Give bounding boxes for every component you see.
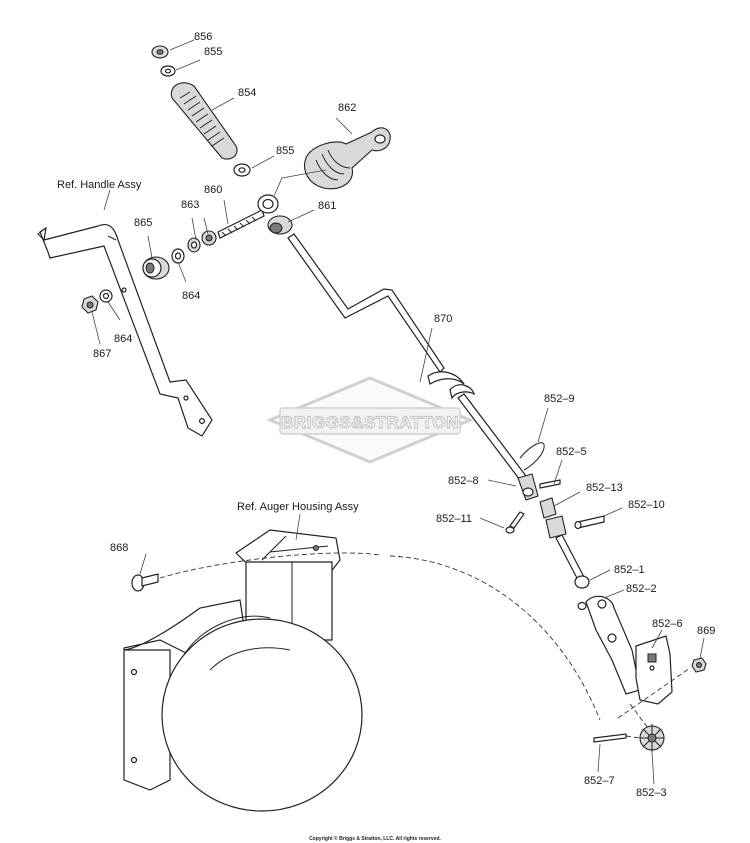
part-861-bushing — [267, 215, 293, 235]
part-862-bellows — [303, 127, 391, 190]
label-870: 870 — [434, 313, 452, 325]
label-852-1: 852–1 — [614, 564, 645, 576]
part-864-left-washer — [99, 289, 113, 303]
part-852-9-clip — [519, 442, 545, 471]
label-852-9: 852–9 — [544, 393, 575, 405]
watermark-logo: BRIGGS&STRATTON — [266, 376, 474, 464]
part-863-nut-washer — [187, 230, 217, 253]
dashed-path-869 — [617, 667, 691, 719]
label-868: 868 — [110, 542, 128, 554]
label-869: 869 — [697, 625, 715, 637]
label-863: 863 — [181, 199, 199, 211]
part-852-6-bracket — [635, 635, 673, 705]
label-852-6: 852–6 — [652, 618, 683, 630]
dashed-path-852-3 — [629, 703, 649, 729]
part-865-bushing — [142, 256, 170, 280]
label-855-top: 855 — [204, 46, 222, 58]
copyright-text: Copyright © Briggs & Stratton, LLC. All … — [309, 835, 441, 842]
label-852-10: 852–10 — [628, 499, 665, 511]
auger-housing-chute — [123, 529, 363, 812]
part-852-8-clevis — [517, 473, 539, 501]
part-867-nut — [81, 295, 99, 314]
part-852-3-gear — [639, 724, 665, 752]
label-852-11: 852–11 — [436, 513, 472, 525]
handle-assembly — [37, 223, 213, 437]
part-852-1-washer — [574, 575, 590, 611]
ref-handle-label: Ref. Handle Assy — [57, 179, 142, 191]
label-852-2: 852–2 — [626, 583, 657, 595]
label-856: 856 — [194, 31, 212, 43]
dashed-path-868 — [159, 552, 381, 579]
label-867: 867 — [93, 348, 111, 360]
label-854: 854 — [238, 87, 256, 99]
label-855-mid: 855 — [276, 145, 294, 157]
part-869-nut — [691, 657, 707, 673]
part-870-rod — [287, 233, 527, 481]
label-852-7: 852–7 — [584, 775, 615, 787]
label-852-13: 852–13 — [586, 482, 623, 494]
label-861: 861 — [318, 200, 336, 212]
leader-lines — [91, 39, 705, 785]
part-868-bolt — [131, 573, 159, 592]
part-855-washer-mid — [233, 163, 251, 177]
ref-auger-housing-label: Ref. Auger Housing Assy — [237, 501, 359, 513]
dashed-path-852-7 — [625, 735, 641, 739]
label-852-5: 852–5 — [556, 446, 587, 458]
label-852-8: 852–8 — [448, 475, 479, 487]
part-852-13-block — [539, 497, 557, 519]
part-864-washer — [171, 248, 185, 264]
dashed-path-housing — [389, 555, 601, 721]
part-852-7-pin — [593, 733, 627, 743]
label-852-3: 852–3 — [636, 787, 667, 799]
part-860-eye-bolt — [217, 194, 279, 239]
part-854-grip — [170, 82, 238, 160]
label-862: 862 — [338, 102, 356, 114]
part-852-2-bracket — [585, 595, 641, 695]
label-864-left: 864 — [114, 333, 132, 345]
watermark-text: BRIGGS&STRATTON — [281, 413, 459, 432]
part-856-nut — [151, 45, 169, 59]
label-865: 865 — [134, 217, 152, 229]
label-864-right: 864 — [182, 290, 200, 302]
part-855-washer-top — [160, 65, 176, 77]
label-860: 860 — [204, 184, 222, 196]
part-852-10-pin — [574, 515, 605, 530]
part-852-11-bolt — [505, 511, 525, 534]
part-852-5-pin — [539, 479, 561, 489]
